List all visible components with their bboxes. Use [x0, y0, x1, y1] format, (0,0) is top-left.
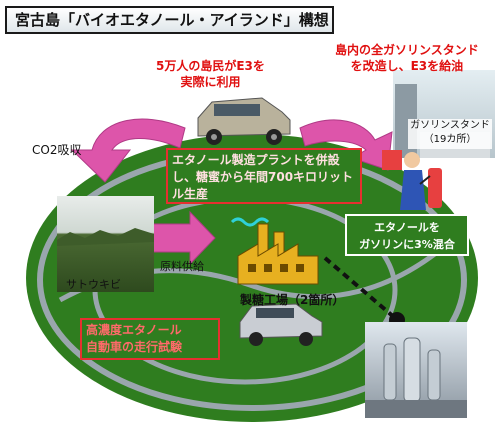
co2-absorption-label: CO2吸収 [32, 143, 82, 157]
station-sign-line-1: ガソリンスタンド [410, 120, 490, 131]
islanders-note-line-1: 5万人の島民がE3を [156, 59, 265, 73]
station-sign-line-2: （19カ所） [423, 134, 477, 145]
stations-note-line-1: 島内の全ガソリンスタンド [335, 43, 479, 57]
islanders-e3-note: 5万人の島民がE3を 実際に利用 [156, 58, 265, 90]
raw-material-supply-label: 原料供給 [160, 260, 204, 273]
sugarcane-photo [57, 196, 154, 292]
blend-note-line-1: エタノールを [374, 221, 440, 234]
ethanol-plant-note: エタノール製造プラントを併設し、糖蜜から年間700キロリットル生産 [166, 148, 362, 204]
supply-arrow [149, 210, 216, 266]
sugar-factory-icon [230, 217, 319, 285]
sedan-car-icon [239, 303, 323, 346]
islanders-note-line-2: 実際に利用 [180, 75, 241, 89]
page-title: 宮古島「バイオエタノール・アイランド」構想 [5, 6, 334, 34]
suv-car-icon [197, 97, 291, 145]
ethanol-plant-photo [365, 322, 467, 418]
co2-arrow-left [70, 118, 186, 183]
trial-note-line-2: 自動車の走行試験 [86, 340, 183, 354]
stations-note-line-2: を改造し、E3を給油 [350, 59, 464, 73]
blend-note-line-2: ガソリンに3%混合 [359, 238, 455, 251]
gas-station-sign: ガソリンスタンド （19カ所） [408, 119, 492, 149]
stations-conversion-note: 島内の全ガソリンスタンド を改造し、E3を給油 [335, 42, 479, 74]
sugar-factory-label: 製糖工場（2箇所） [240, 293, 345, 307]
sugarcane-label: サトウキビ [66, 278, 121, 291]
trial-note-line-1: 高濃度エタノール [86, 323, 182, 337]
high-ethanol-trial-note: 高濃度エタノール 自動車の走行試験 [80, 318, 220, 360]
blend-note: エタノールを ガソリンに3%混合 [345, 214, 469, 256]
fuel-attendant-icon [382, 150, 442, 210]
pipeline-line [323, 256, 397, 320]
